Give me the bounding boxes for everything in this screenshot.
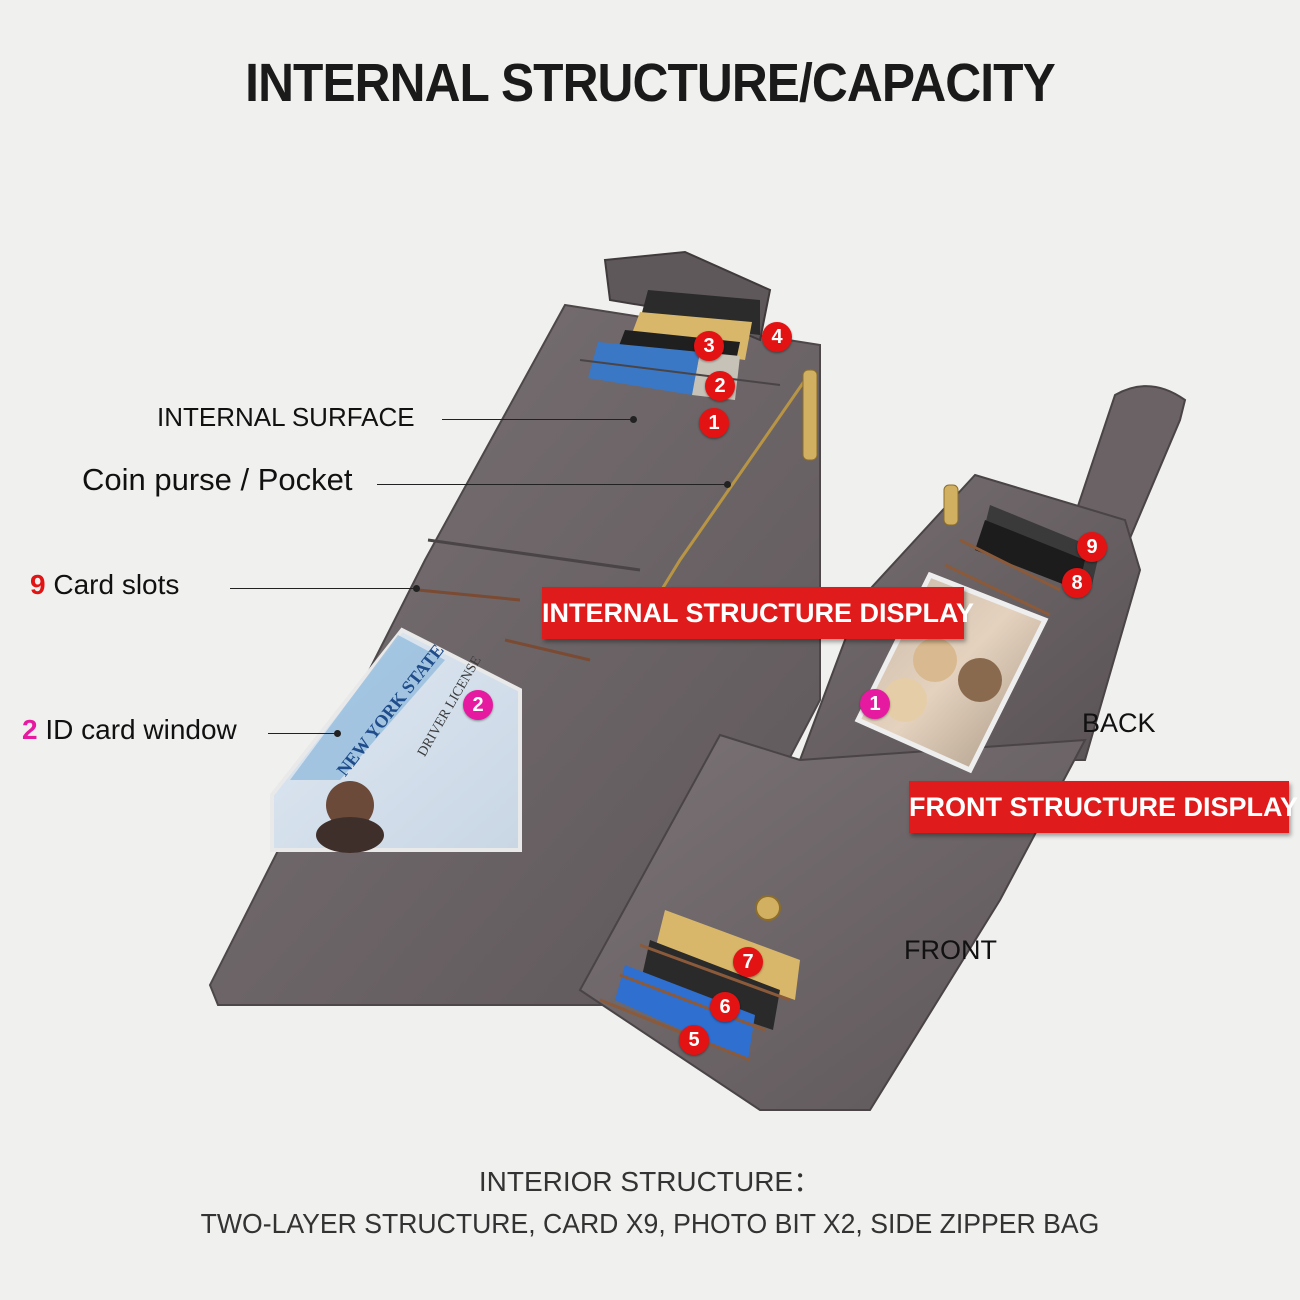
label-card-slots: 9 Card slots <box>30 569 180 600</box>
leader-internal-surface <box>442 419 632 420</box>
label-front: FRONT <box>904 935 997 965</box>
badge-slot-4: 4 <box>762 322 792 352</box>
badge-slot-2: 2 <box>705 371 735 401</box>
leader-dot <box>413 585 420 592</box>
badge-slot-7: 7 <box>733 947 763 977</box>
badge-slot-6: 6 <box>710 992 740 1022</box>
leader-dot <box>334 730 341 737</box>
badge-slot-9: 9 <box>1077 532 1107 562</box>
label-id-window: 2 ID card window <box>22 714 237 745</box>
badge-slot-5: 5 <box>679 1025 709 1055</box>
leader-dot <box>630 416 637 423</box>
label-coin-purse: Coin purse / Pocket <box>82 462 353 497</box>
badge-slot-3: 3 <box>694 331 724 361</box>
leader-id-window <box>268 733 336 734</box>
badge-photo-window-1: 1 <box>860 689 890 719</box>
leader-coin-purse <box>377 484 727 485</box>
footer-description: TWO-LAYER STRUCTURE, CARD X9, PHOTO BIT … <box>200 1208 1100 1239</box>
badge-slot-8: 8 <box>1062 568 1092 598</box>
label-internal-surface: INTERNAL SURFACE <box>157 402 415 432</box>
label-back: BACK <box>1082 708 1156 738</box>
banner-internal-structure: INTERNAL STRUCTURE DISPLAY <box>542 587 974 639</box>
banner-front-structure: FRONT STRUCTURE DISPLAY <box>909 781 1298 833</box>
page-title: INTERNAL STRUCTURE/CAPACITY <box>245 53 1056 113</box>
leader-card-slots <box>230 588 415 589</box>
badge-id-window-2: 2 <box>463 690 493 720</box>
leader-dot <box>724 481 731 488</box>
badge-slot-1: 1 <box>699 408 729 438</box>
footer-heading: INTERIOR STRUCTURE： <box>478 1166 822 1197</box>
